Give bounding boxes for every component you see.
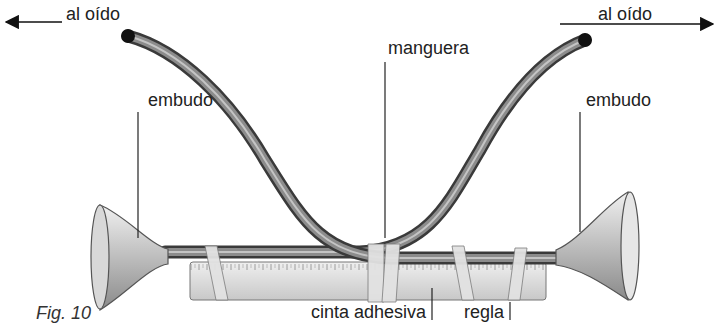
part-label: cinta adhesiva <box>311 302 426 322</box>
part-label: regla <box>464 302 504 322</box>
part-label: embudo <box>586 90 651 110</box>
figure-caption: Fig. 10 <box>36 303 91 323</box>
leader-line <box>138 62 580 320</box>
ear-tip <box>121 29 135 43</box>
tape <box>205 244 527 302</box>
hose <box>128 36 585 258</box>
part-label: manguera <box>388 38 469 58</box>
ear-tip <box>578 33 592 47</box>
funnel <box>556 192 639 300</box>
part-label: embudo <box>148 90 213 110</box>
ear-label: al oído <box>66 4 120 24</box>
funnel <box>91 205 168 310</box>
ear-label: al oído <box>598 4 652 24</box>
direction-arrow <box>6 21 62 23</box>
